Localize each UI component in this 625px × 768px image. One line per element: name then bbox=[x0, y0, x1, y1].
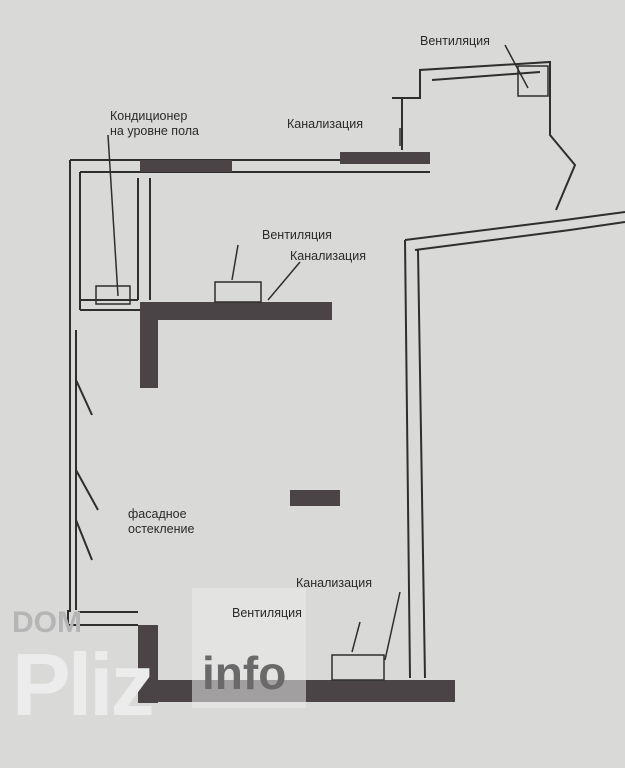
label-sewer-bottom: Канализация bbox=[296, 576, 372, 590]
label-facade: фасадное остекление bbox=[128, 507, 194, 537]
right-wall bbox=[404, 211, 625, 679]
watermark-box bbox=[192, 588, 306, 708]
vent-shaft-top bbox=[517, 65, 549, 97]
watermark-pliz: Pliz bbox=[12, 635, 155, 734]
wall-segment bbox=[340, 152, 430, 164]
shelf-wall bbox=[140, 302, 332, 320]
bottom-left-step bbox=[67, 610, 138, 626]
label-vent-bottom: Вентиляция bbox=[232, 606, 302, 620]
inner-partition bbox=[80, 178, 151, 311]
conditioner-unit bbox=[95, 285, 131, 305]
label-facade-line1: фасадное bbox=[128, 507, 187, 521]
label-conditioner-line1: Кондиционер bbox=[110, 109, 188, 123]
label-sewer-middle: Канализация bbox=[290, 249, 366, 263]
column-wall bbox=[140, 302, 158, 388]
wall-segment bbox=[140, 160, 232, 172]
label-vent-middle: Вентиляция bbox=[262, 228, 332, 242]
watermark-dom: DOM bbox=[12, 606, 82, 639]
label-facade-line2: остекление bbox=[128, 522, 195, 536]
top-right-room bbox=[392, 60, 577, 211]
leader-lines bbox=[107, 44, 529, 661]
label-sewer-top: Канализация bbox=[287, 117, 363, 131]
watermark-info: info bbox=[202, 647, 287, 699]
vent-shaft-middle bbox=[214, 281, 262, 303]
vent-shaft-bottom bbox=[331, 654, 385, 681]
label-vent-top-right: Вентиляция bbox=[420, 34, 490, 48]
column bbox=[290, 490, 340, 506]
label-conditioner-line2: на уровне пола bbox=[110, 124, 200, 138]
glazing-marks bbox=[75, 379, 99, 561]
label-conditioner: Кондиционер на уровне пола bbox=[110, 109, 199, 139]
bottom-left-wall bbox=[138, 625, 158, 703]
